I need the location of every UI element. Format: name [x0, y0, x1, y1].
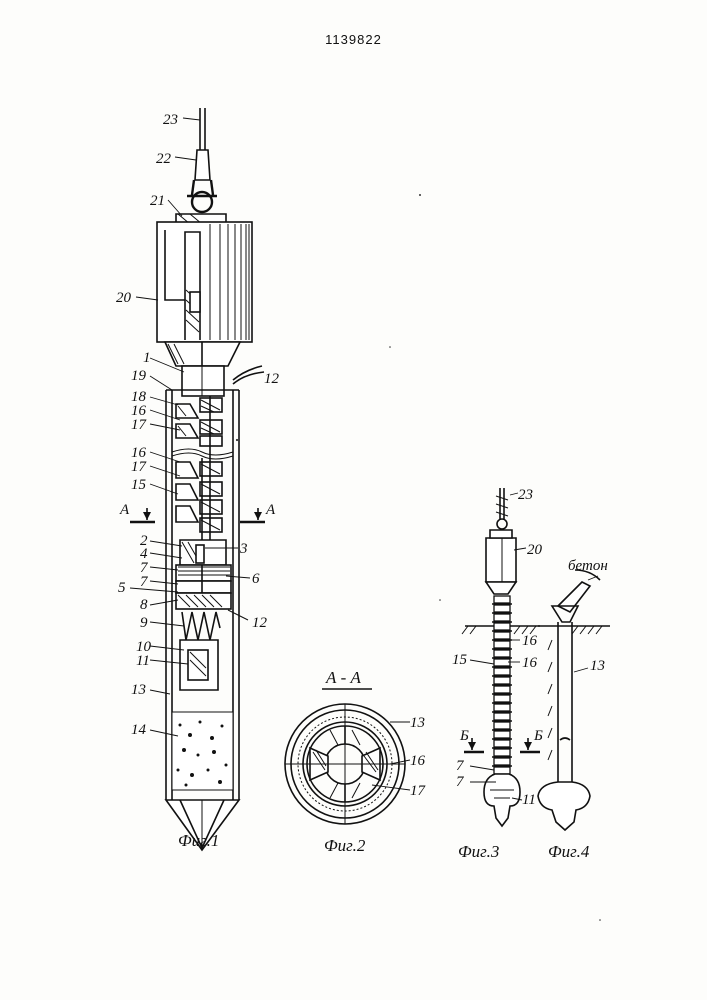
fig3-label-16a: 16 [522, 633, 538, 649]
label-7b: 7 [140, 574, 149, 590]
label-12b: 12 [252, 615, 268, 631]
scan-specks [236, 194, 601, 921]
fig4-material-label: бетон [568, 558, 608, 574]
figure-2-section-title: А - А [325, 668, 362, 687]
label-12a: 12 [264, 371, 280, 387]
rod-segment [494, 731, 510, 738]
rod-segment [494, 614, 510, 621]
fig3-label-16b: 16 [522, 655, 538, 671]
figure-3-installation: 23 20 15 16 16 Б Б 7 7 11 [452, 487, 543, 826]
shackle [187, 180, 217, 212]
spring-stack-lower [176, 458, 222, 540]
figure-3-caption: Фиг.3 [458, 842, 499, 861]
label-17b: 17 [131, 459, 148, 475]
section-label-a-left: А [119, 502, 130, 518]
fig2-label-13: 13 [410, 715, 425, 731]
figure-1-pile-device [130, 108, 265, 850]
fig3-label-15: 15 [452, 652, 468, 668]
label-21: 21 [150, 193, 165, 209]
rod-segment [494, 695, 510, 702]
rod-segment [494, 605, 510, 612]
figure-2-cross-section: А - А 13 16 17 [285, 668, 427, 824]
rod-segment [494, 623, 510, 630]
fig3-section-label-b-right: Б [533, 728, 543, 744]
fig4-label-13: 13 [590, 658, 605, 674]
figure-2-caption: Фиг.2 [324, 836, 366, 855]
label-8: 8 [140, 597, 148, 613]
fig3-label-7b: 7 [456, 774, 465, 790]
wire-rope [200, 108, 205, 150]
label-20: 20 [116, 290, 132, 306]
label-17a: 17 [131, 417, 148, 433]
rod-segment [494, 758, 510, 765]
label-1: 1 [143, 350, 151, 366]
lower-assembly [180, 540, 226, 565]
block-8 [176, 593, 231, 609]
hook-block [195, 150, 210, 180]
label-19: 19 [131, 368, 147, 384]
rod-segment [494, 641, 510, 648]
fig3-label-20: 20 [527, 542, 543, 558]
fig2-label-17: 17 [410, 783, 427, 799]
rod-segment [494, 659, 510, 666]
rod-segment [494, 668, 510, 675]
block-7-6 [176, 565, 231, 593]
label-11: 11 [136, 653, 150, 669]
label-15: 15 [131, 477, 147, 493]
label-23: 23 [163, 112, 178, 128]
label-9: 9 [140, 615, 148, 631]
rod-segment [494, 677, 510, 684]
rod-segment [494, 596, 510, 603]
vibrator-housing [157, 222, 252, 342]
rod-segment [494, 632, 510, 639]
concrete-fill [172, 712, 233, 790]
label-22: 22 [156, 151, 172, 167]
rod-segment [494, 740, 510, 747]
figure-4-concreting: бетон 13 [538, 558, 610, 830]
rod-segment [494, 749, 510, 756]
rod-segment [494, 650, 510, 657]
label-13: 13 [131, 682, 146, 698]
drive-shaft [182, 366, 224, 396]
fig3-label-23: 23 [518, 487, 533, 503]
section-label-a-right: А [265, 502, 276, 518]
rod-segment [494, 686, 510, 693]
label-6: 6 [252, 571, 260, 587]
segmented-rod [492, 596, 512, 775]
fig3-label-7a: 7 [456, 758, 465, 774]
fig2-label-16: 16 [410, 753, 426, 769]
label-14: 14 [131, 722, 147, 738]
fig3-label-11: 11 [522, 792, 536, 808]
rod-segment [494, 767, 510, 774]
rod-segment [494, 722, 510, 729]
rod-segment [494, 713, 510, 720]
label-3: 3 [239, 541, 248, 557]
figure-4-caption: Фиг.4 [548, 842, 590, 861]
break-line [172, 449, 233, 459]
label-5: 5 [118, 580, 126, 596]
block-10-11 [180, 640, 218, 690]
fig3-section-label-b-left: Б [459, 728, 469, 744]
spring-stack-upper [176, 398, 222, 446]
rod-segment [494, 704, 510, 711]
hose-12 [233, 366, 264, 384]
figure-1-caption: Фиг.1 [178, 831, 219, 850]
spring-9 [182, 612, 220, 640]
